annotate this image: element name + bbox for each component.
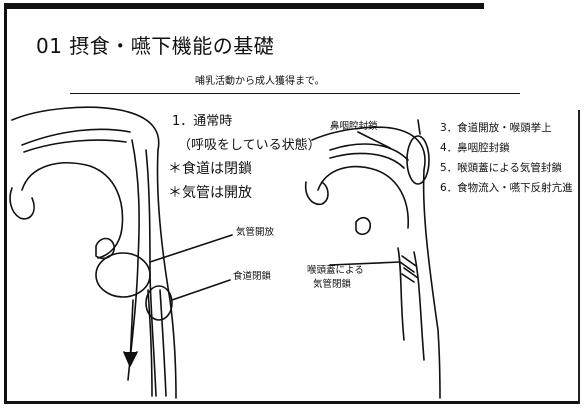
left-bullet-esophagus: ＊食道は閉鎖 [168,158,252,178]
label-esophagus-closed: 食道閉鎖 [233,268,271,282]
label-larynx-line2: 気管閉鎖 [313,276,351,290]
step-5: 5．喉頭蓋による気管封鎖 [440,160,562,175]
step-4: 4．鼻咽腔封鎖 [440,140,510,155]
label-nasopharynx-sealed: 鼻咽腔封鎖 [330,118,378,132]
step-6: 6．食物流入・嚥下反射亢進 [440,180,573,195]
left-bullet-trachea: ＊気管は開放 [168,182,252,202]
step-3: 3．食道開放・喉頭挙上 [440,120,552,135]
right-anatomy-drawing [306,120,440,398]
label-airway-open: 気管開放 [236,224,274,238]
left-heading: 1．通常時 [172,110,232,129]
label-larynx-line1: 喉頭蓋による [307,262,364,276]
left-subheading: （呼吸をしている状態） [178,134,321,153]
